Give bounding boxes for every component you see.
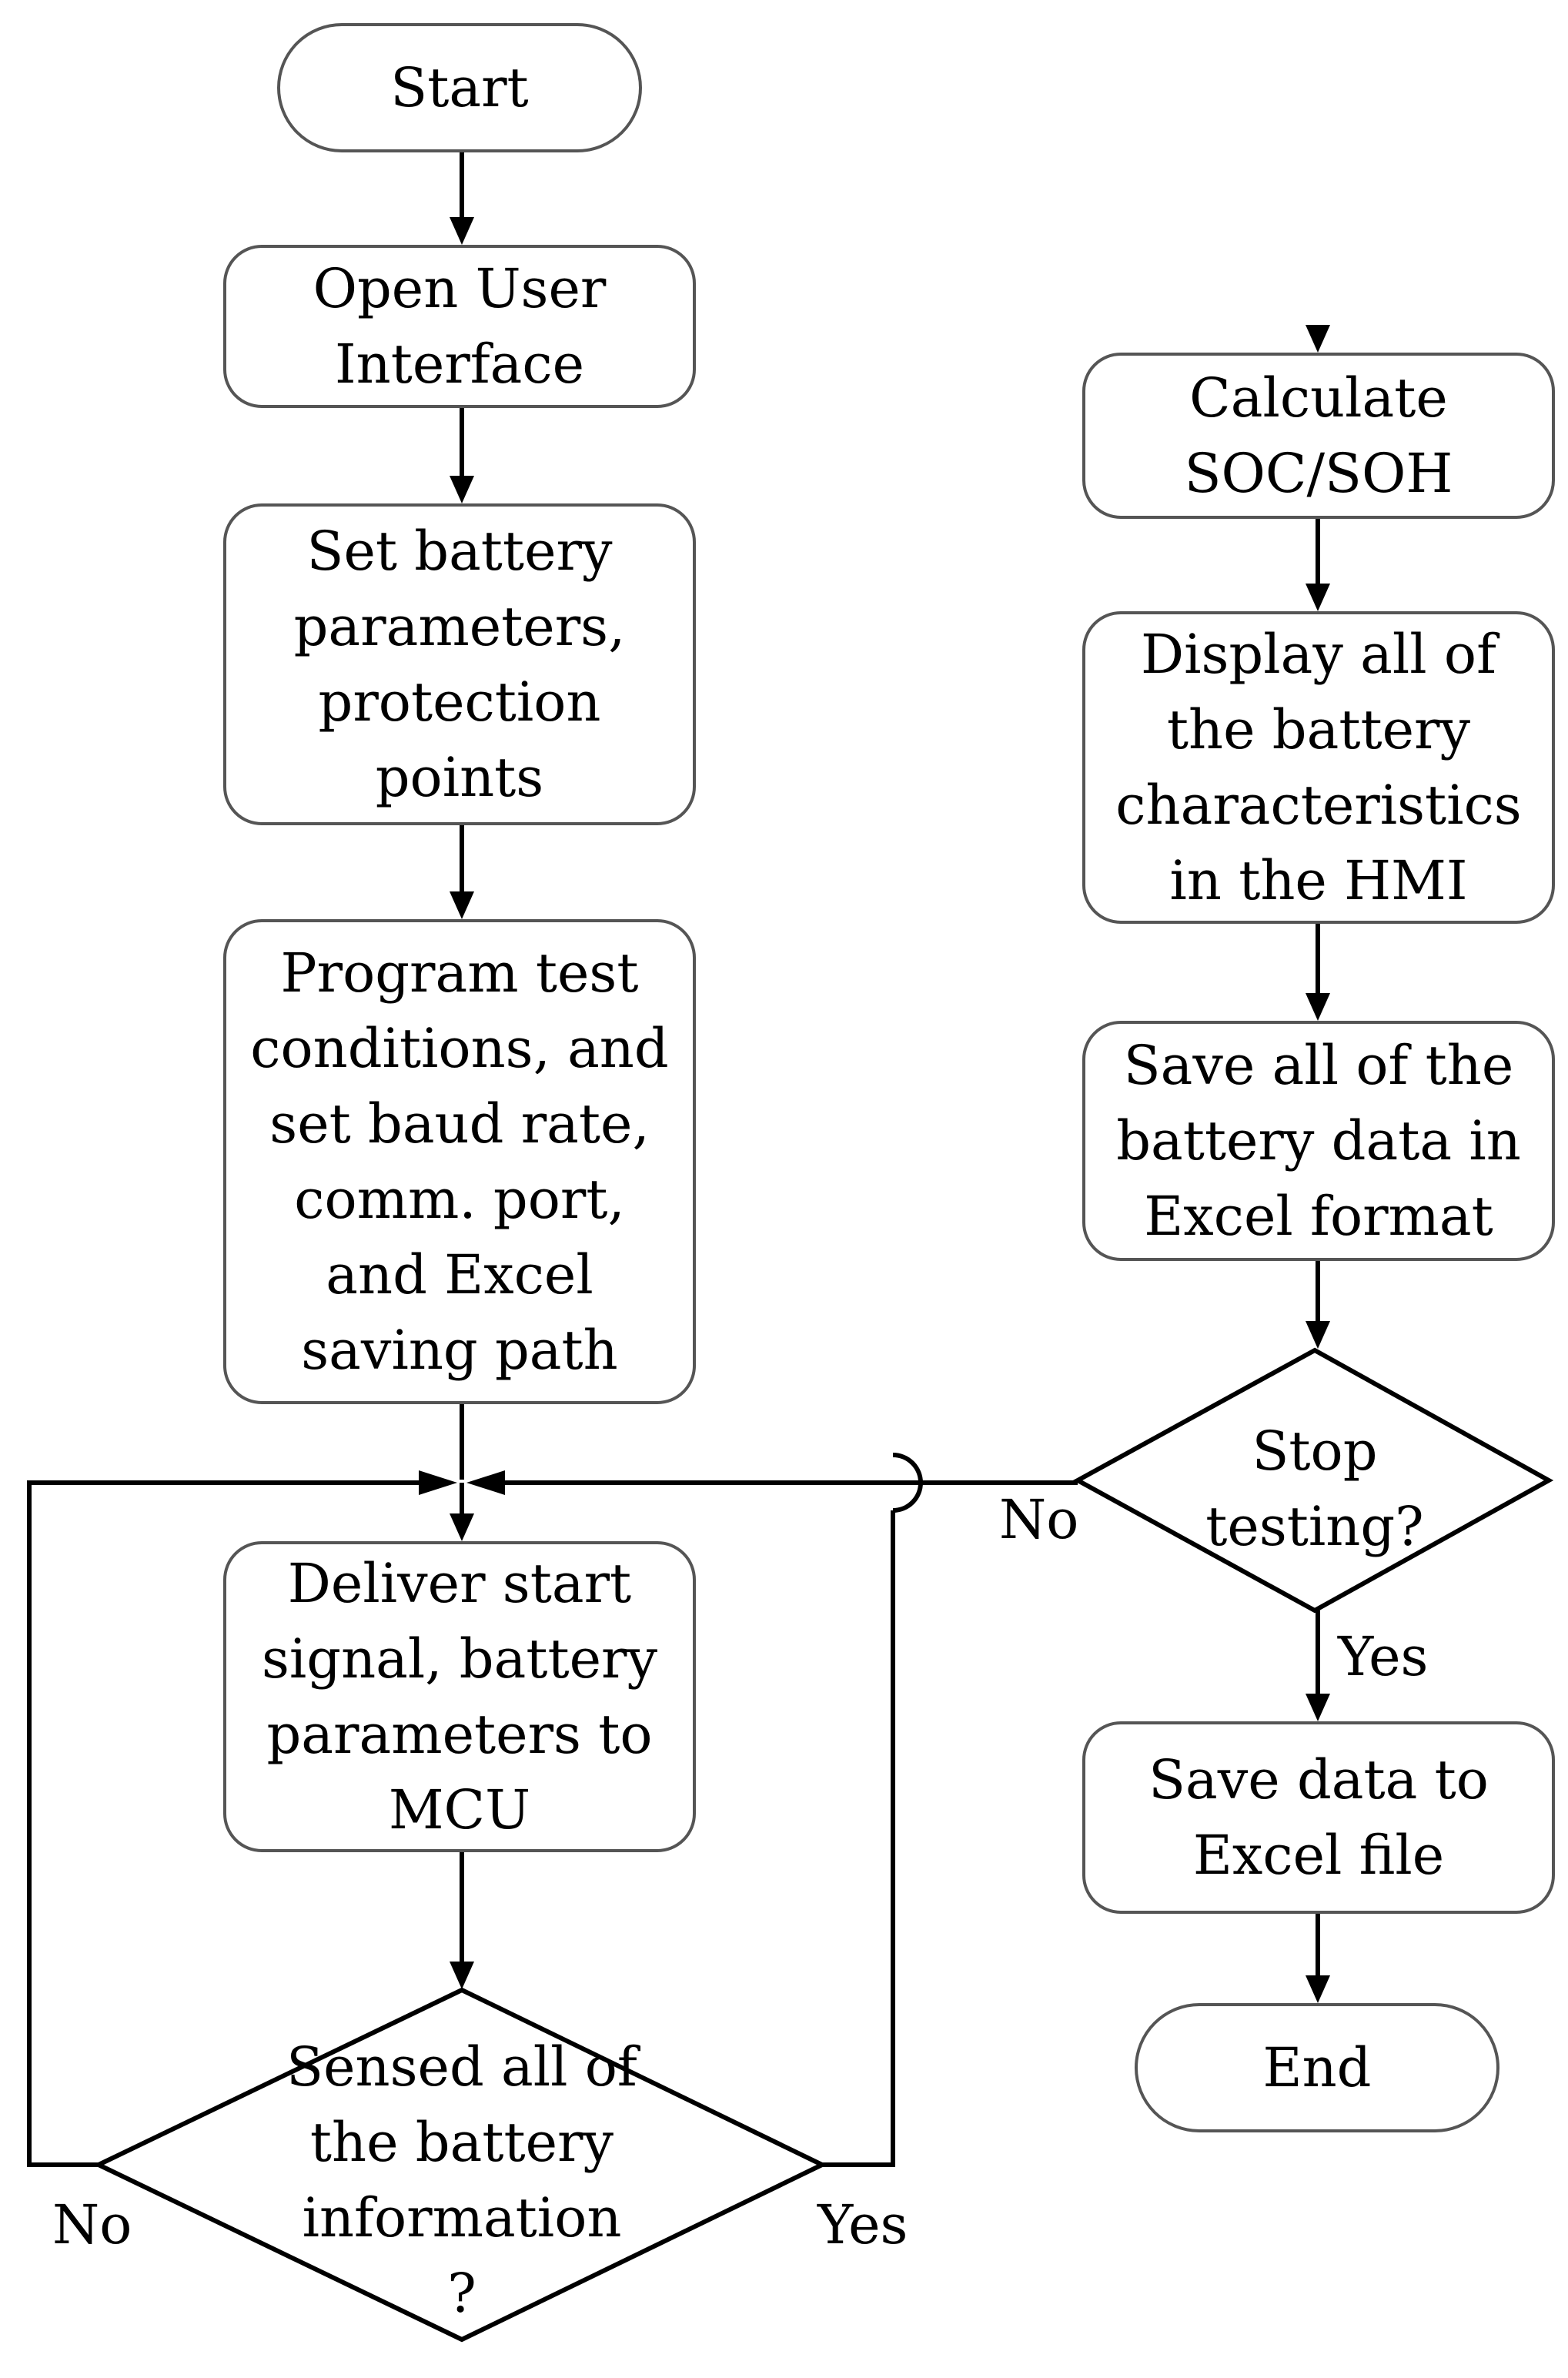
node-line: Excel format: [1144, 1185, 1493, 1248]
end-terminal: End: [1135, 2003, 1499, 2132]
arrowhead: [1306, 325, 1330, 353]
node-line: SOC/SOH: [1184, 442, 1453, 505]
node-line: in the HMI: [1169, 849, 1468, 912]
stop-yes-label: Yes: [1338, 1625, 1429, 1688]
stop-decision-text: Stop testing?: [1161, 1412, 1469, 1566]
arrowhead: [450, 217, 474, 245]
start-text: Start: [390, 56, 529, 119]
arrowhead: [1306, 993, 1330, 1021]
sensed-decision-text: Sensed all of the battery information ?: [200, 2026, 724, 2334]
display-characteristics-box: Display all of the battery characteristi…: [1082, 611, 1555, 924]
sensed-no-label: No: [52, 2193, 132, 2256]
node-line: points: [375, 746, 544, 809]
arrowhead: [450, 476, 474, 503]
node-line: ?: [447, 2262, 476, 2325]
node-line: Save all of the: [1123, 1034, 1514, 1097]
arrow-sensed-no-loop: [27, 1480, 419, 2167]
sensed-yes-label: Yes: [817, 2193, 908, 2256]
save-battery-data-box: Save all of the battery data in Excel fo…: [1082, 1021, 1555, 1261]
arrowhead: [450, 1513, 474, 1541]
arrowhead: [419, 1470, 457, 1495]
node-line: comm. port,: [294, 1168, 625, 1231]
node-line: Set battery: [306, 520, 613, 583]
arrowhead: [1306, 1975, 1330, 2003]
node-line: characteristics: [1115, 774, 1522, 837]
sensed-decision-diamond: [93, 1987, 827, 2343]
deliver-start-signal-box: Deliver start signal, battery parameters…: [223, 1541, 696, 1852]
node-line: battery data in: [1116, 1109, 1521, 1172]
node-line: the battery: [309, 2111, 614, 2174]
node-line: and Excel: [326, 1243, 593, 1306]
arrowhead: [1306, 1694, 1330, 1721]
save-to-excel-file-box: Save data to Excel file: [1082, 1721, 1555, 1914]
open-user-interface-box: Open User Interface: [223, 245, 696, 408]
node-line: Interface: [334, 333, 585, 396]
node-line: information: [302, 2186, 622, 2249]
node-line: Excel file: [1192, 1824, 1445, 1887]
node-line: saving path: [301, 1319, 618, 1382]
node-line: signal, battery: [261, 1627, 658, 1691]
set-battery-parameters-box: Set battery parameters, protection point…: [223, 503, 696, 825]
node-line: the battery: [1166, 698, 1471, 761]
node-line: Stop: [1252, 1420, 1378, 1483]
node-line: Deliver start: [287, 1552, 632, 1615]
node-line: Save data to: [1148, 1748, 1489, 1811]
calculate-soc-soh-box: Calculate SOC/SOH: [1082, 353, 1555, 519]
node-line: conditions, and: [250, 1017, 669, 1080]
node-line: set baud rate,: [269, 1092, 650, 1156]
arrowhead: [450, 1962, 474, 1989]
program-test-conditions-box: Program test conditions, and set baud ra…: [223, 919, 696, 1404]
stop-no-label: No: [999, 1488, 1079, 1551]
node-line: testing?: [1205, 1495, 1424, 1558]
node-line: Display all of: [1141, 623, 1496, 686]
arrowhead: [466, 1470, 505, 1495]
arrowhead: [1306, 1321, 1330, 1349]
end-text: End: [1262, 2036, 1372, 2099]
arrowhead: [1306, 584, 1330, 611]
node-line: Calculate: [1189, 366, 1448, 430]
node-line: parameters,: [293, 595, 626, 658]
node-line: Program test: [280, 942, 639, 1005]
node-line: protection: [318, 671, 601, 734]
node-line: parameters to: [266, 1703, 653, 1766]
node-line: Sensed all of: [286, 2035, 637, 2099]
arrow-sensed-yes-path: [822, 1510, 895, 2167]
node-line: MCU: [388, 1778, 531, 1841]
node-line: Open User: [313, 257, 607, 320]
stop-decision-diamond: [1072, 1347, 1554, 1614]
start-terminal: Start: [277, 23, 642, 152]
arrowhead: [450, 891, 474, 919]
